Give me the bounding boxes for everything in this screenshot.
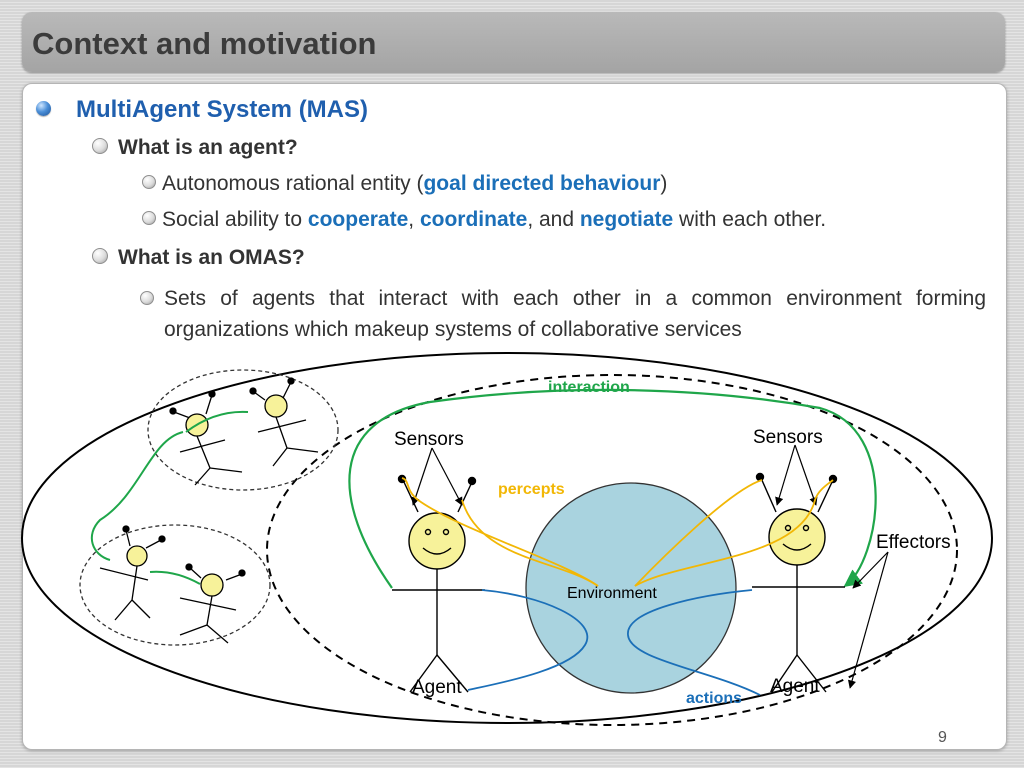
- mini-agent-icon: [169, 390, 243, 486]
- actions-curves: [467, 589, 761, 696]
- agent-def-emphasis: goal directed behaviour: [423, 172, 661, 195]
- social-cooperate: cooperate: [307, 208, 409, 231]
- question-agent: What is an agent?: [92, 136, 298, 160]
- question-omas-text: What is an OMAS?: [118, 246, 305, 269]
- inner-organization-ellipse: [266, 374, 958, 726]
- effectors-label: Effectors: [876, 532, 951, 553]
- mini-interaction-arc: [185, 410, 249, 433]
- blue-bullet-icon: [36, 101, 51, 116]
- percepts-label: percepts: [498, 481, 565, 498]
- agent-right-label: Agent: [770, 676, 820, 697]
- mini-interaction-link: [90, 431, 184, 561]
- social-prefix: Social ability to: [162, 208, 308, 231]
- agent-def-prefix: Autonomous rational entity (: [162, 172, 424, 195]
- social-ability: Social ability to cooperate, coordinate,…: [142, 208, 826, 232]
- agent-right-icon: [752, 472, 845, 693]
- sensor-arrows: [411, 444, 818, 506]
- heading-mas: MultiAgent System (MAS): [36, 96, 369, 124]
- social-negotiate: negotiate: [579, 208, 674, 231]
- social-sep1: ,: [408, 208, 420, 231]
- mini-agent-icon: [99, 525, 166, 621]
- social-sep2: , and: [527, 208, 580, 231]
- page-number: 9: [938, 729, 947, 746]
- actions-label: actions: [686, 690, 742, 707]
- heading-mas-text: MultiAgent System (MAS): [76, 96, 369, 123]
- sensors-right-label: Sensors: [753, 427, 823, 448]
- percepts-curves: [401, 477, 834, 587]
- agent-left-icon: [392, 474, 485, 693]
- title-bar: Context and motivation: [22, 12, 1005, 72]
- grey-bullet-icon: [92, 138, 108, 155]
- grey-bullet-icon: [142, 211, 156, 226]
- agent-definition: Autonomous rational entity (goal directe…: [142, 172, 667, 196]
- mini-group-top-ellipse: [147, 369, 339, 491]
- environment-label: Environment: [567, 585, 657, 602]
- slide-title: Context and motivation: [32, 26, 377, 61]
- social-suffix: with each other.: [673, 208, 827, 231]
- interaction-label: interaction: [548, 379, 630, 396]
- mini-group-bottom-ellipse: [79, 524, 271, 646]
- omas-definition-text: Sets of agents that interact with each o…: [164, 287, 986, 341]
- social-coordinate: coordinate: [419, 208, 528, 231]
- sensors-left-label: Sensors: [394, 429, 464, 450]
- grey-bullet-icon: [92, 248, 108, 265]
- agent-left-label: Agent: [412, 677, 462, 698]
- interaction-curve: [348, 388, 877, 589]
- mini-agent-icon: [179, 563, 246, 644]
- grey-bullet-icon: [140, 291, 154, 305]
- mini-interaction-arc: [149, 570, 201, 585]
- environment-circle: [525, 482, 737, 694]
- effector-arrows: [847, 551, 889, 689]
- mini-agent-icon: [249, 377, 319, 467]
- question-agent-text: What is an agent?: [118, 136, 298, 159]
- omas-definition: Sets of agents that interact with each o…: [140, 283, 986, 345]
- agent-def-suffix: ): [660, 172, 668, 195]
- question-omas: What is an OMAS?: [92, 246, 305, 270]
- grey-bullet-icon: [142, 175, 156, 190]
- outer-system-ellipse: [21, 352, 993, 724]
